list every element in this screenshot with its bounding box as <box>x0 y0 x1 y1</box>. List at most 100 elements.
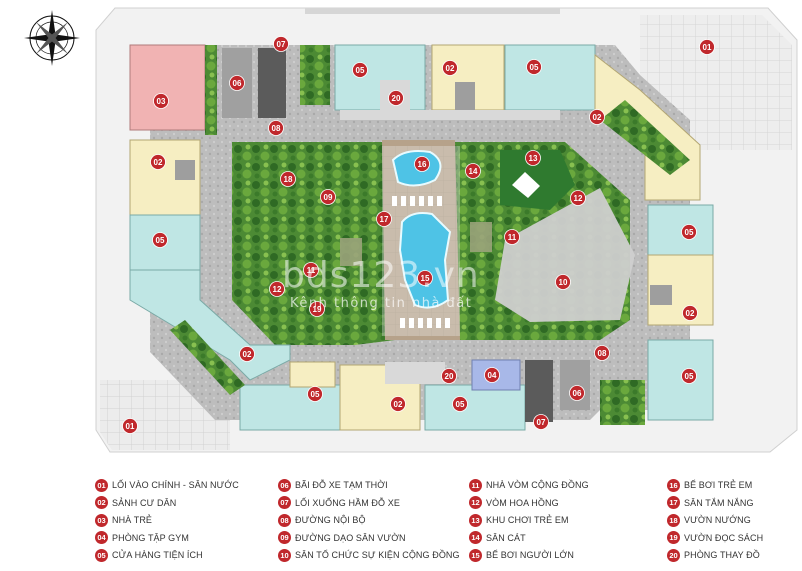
legend-number-badge: 11 <box>469 478 482 492</box>
legend-label: VÒM HOA HỒNG <box>486 497 559 508</box>
legend-number-badge: 19 <box>667 531 680 544</box>
map-marker-label: 05 <box>311 390 320 399</box>
map-marker-label: 08 <box>598 349 607 358</box>
map-marker-m02c[interactable]: 02 <box>589 109 605 125</box>
legend-number-badge: 18 <box>667 513 680 527</box>
legend-label: VƯỜN ĐỌC SÁCH <box>684 532 764 543</box>
map-marker-m09[interactable]: 09 <box>320 189 336 205</box>
map-marker-label: 18 <box>284 175 293 184</box>
map-marker-m03[interactable]: 03 <box>153 93 169 109</box>
legend-label: NHÀ TRẺ <box>112 515 153 525</box>
legend-item: 02 SẢNH CƯ DÂN <box>95 496 176 510</box>
map-marker-m11a[interactable]: 11 <box>504 229 520 245</box>
map-marker-label: 05 <box>685 372 694 381</box>
map-marker-m06a[interactable]: 06 <box>229 75 245 91</box>
map-marker-m12b[interactable]: 12 <box>269 281 285 297</box>
map-marker-m02a[interactable]: 02 <box>442 60 458 76</box>
map-marker-label: 16 <box>418 160 427 169</box>
map-marker-m05g[interactable]: 05 <box>681 368 697 384</box>
watermark-main: bds123.vn <box>282 255 480 296</box>
legend-label: BỂ BƠI NGƯỜI LỚN <box>486 550 574 560</box>
legend-item: 18 VƯỜN NƯỚNG <box>667 513 751 527</box>
legend-number-badge: 07 <box>278 496 291 509</box>
map-marker-m02f[interactable]: 02 <box>682 305 698 321</box>
legend-label: LỐI XUỐNG HẦM ĐỖ XE <box>295 497 400 508</box>
map-marker-label: 10 <box>559 278 568 287</box>
legend-number-badge: 09 <box>278 531 291 544</box>
map-marker-m07b[interactable]: 07 <box>533 414 549 430</box>
map-marker-m12a[interactable]: 12 <box>570 190 586 206</box>
map-marker-label: 06 <box>573 389 582 398</box>
map-marker-label: 20 <box>392 94 401 103</box>
map-marker-label: 06 <box>233 79 242 88</box>
building-top-left <box>129 44 206 271</box>
map-marker-m20a[interactable]: 20 <box>388 90 404 106</box>
legend-label: SÂN TỔ CHỨC SỰ KIỆN CỘNG ĐỒNG <box>295 550 460 560</box>
legend-label: PHÒNG THAY ĐỒ <box>684 550 760 560</box>
map-marker-m05f[interactable]: 05 <box>452 396 468 412</box>
map-marker-m06b[interactable]: 06 <box>569 385 585 401</box>
map-marker-label: 11 <box>508 233 517 242</box>
map-marker-m13[interactable]: 13 <box>525 150 541 166</box>
map-marker-m02e[interactable]: 02 <box>390 396 406 412</box>
map-marker-m05d[interactable]: 05 <box>681 224 697 240</box>
map-marker-m07a[interactable]: 07 <box>273 36 289 52</box>
map-marker-label: 15 <box>421 274 430 283</box>
map-marker-label: 09 <box>324 193 333 202</box>
map-marker-label: 05 <box>530 63 539 72</box>
map-marker-label: 01 <box>703 43 712 52</box>
map-marker-m18[interactable]: 18 <box>280 171 296 187</box>
map-marker-m05a[interactable]: 05 <box>352 62 368 78</box>
map-marker-label: 03 <box>157 97 166 106</box>
building-top <box>334 44 596 120</box>
map-marker-m05b[interactable]: 05 <box>526 59 542 75</box>
legend-number-badge: 03 <box>95 513 108 527</box>
map-marker-m19[interactable]: 19 <box>309 301 325 317</box>
building-bottom <box>239 359 526 431</box>
map-marker-label: 05 <box>456 400 465 409</box>
map-marker-m05e[interactable]: 05 <box>307 386 323 402</box>
map-marker-m11b[interactable]: 11 <box>303 262 319 278</box>
event-lawn <box>495 188 635 322</box>
map-marker-label: 05 <box>685 228 694 237</box>
map-marker-label: 07 <box>537 418 546 427</box>
map-marker-m14[interactable]: 14 <box>465 163 481 179</box>
map-marker-m01b[interactable]: 01 <box>122 418 138 434</box>
legend-number-badge: 08 <box>278 513 291 527</box>
map-marker-m02d[interactable]: 02 <box>239 346 255 362</box>
compass-rose-icon <box>24 10 80 66</box>
map-marker-label: 12 <box>273 285 282 294</box>
legend-label: SẢNH CƯ DÂN <box>112 497 177 508</box>
legend-label: VƯỜN NƯỚNG <box>684 515 751 525</box>
map-marker-m01a[interactable]: 01 <box>699 39 715 55</box>
map-marker-m02b[interactable]: 02 <box>150 154 166 170</box>
map-marker-m05c[interactable]: 05 <box>152 232 168 248</box>
map-marker-label: 17 <box>380 215 389 224</box>
map-marker-m17[interactable]: 17 <box>376 211 392 227</box>
map-marker-label: 02 <box>154 158 163 167</box>
map-marker-m10[interactable]: 10 <box>555 274 571 290</box>
legend-label: SÂN CÁT <box>486 532 526 543</box>
map-marker-m04[interactable]: 04 <box>484 367 500 383</box>
map-marker-label: 05 <box>156 236 165 245</box>
legend-label: LỐI VÀO CHÍNH - SÂN NƯỚC <box>112 480 239 490</box>
ramp-north <box>258 48 286 118</box>
legend-number-badge: 02 <box>95 496 108 509</box>
map-marker-m15[interactable]: 15 <box>417 270 433 286</box>
map-marker-m08b[interactable]: 08 <box>594 345 610 361</box>
map-marker-m08a[interactable]: 08 <box>268 120 284 136</box>
playground <box>500 150 575 210</box>
map-marker-label: 02 <box>446 64 455 73</box>
legend-number-badge: 04 <box>95 531 108 544</box>
map-marker-m20b[interactable]: 20 <box>441 368 457 384</box>
legend-label: CỬA HÀNG TIỆN ÍCH <box>112 550 203 560</box>
legend-number-badge: 13 <box>469 513 482 527</box>
ramp-south <box>525 360 553 422</box>
map-marker-m16[interactable]: 16 <box>414 156 430 172</box>
